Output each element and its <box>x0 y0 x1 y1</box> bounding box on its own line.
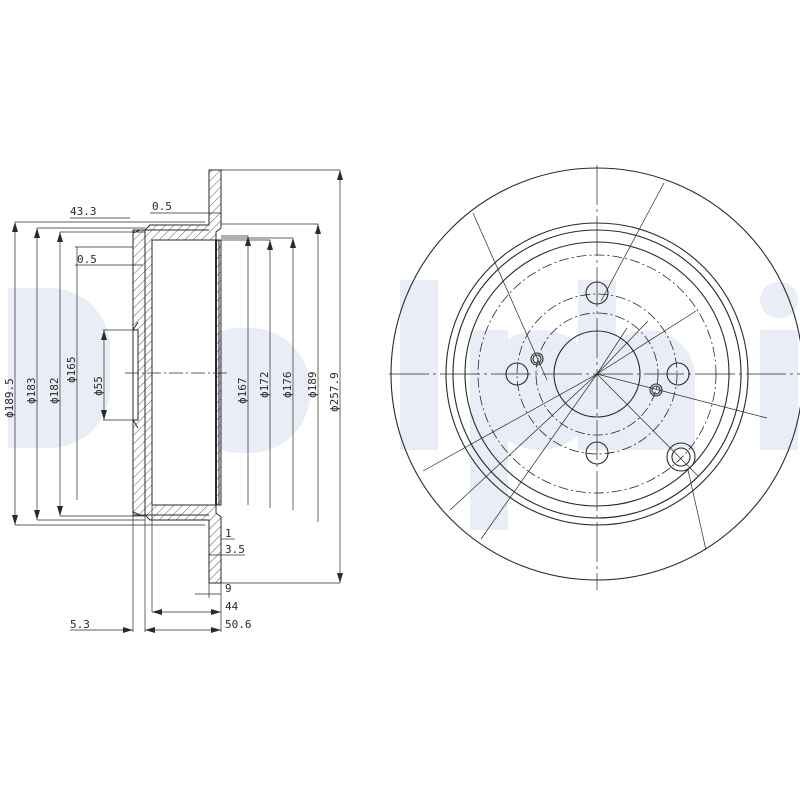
dim-0-5-inner: 0.5 <box>77 253 97 266</box>
dim-dia-165: ϕ165 <box>65 357 78 384</box>
dim-dia-189: ϕ189 <box>306 372 319 399</box>
dim-dia-183: ϕ183 <box>25 378 38 405</box>
balance-hole <box>666 442 696 472</box>
dim-9: 9 <box>225 582 232 595</box>
dim-0-5-top: 0.5 <box>152 200 172 213</box>
dim-5-3: 5.3 <box>70 618 90 631</box>
dim-dia-176: ϕ176 <box>281 372 294 399</box>
dim-3-5: 3.5 <box>225 543 245 556</box>
dim-dia-189-5: ϕ189.5 <box>3 378 16 418</box>
dim-dia-172: ϕ172 <box>258 372 271 399</box>
dim-dia-167: ϕ167 <box>236 378 249 405</box>
dim-50-6: 50.6 <box>225 618 252 631</box>
dim-dia-182: ϕ182 <box>48 378 61 405</box>
dim-43-3: 43.3 <box>70 205 97 218</box>
dim-dia-257-9: ϕ257.9 <box>328 372 341 412</box>
locating-hole <box>530 352 544 366</box>
dim-dia-55: ϕ55 <box>92 376 105 396</box>
dim-44: 44 <box>225 600 239 613</box>
locating-hole <box>649 383 663 397</box>
dim-1: 1 <box>225 527 232 540</box>
